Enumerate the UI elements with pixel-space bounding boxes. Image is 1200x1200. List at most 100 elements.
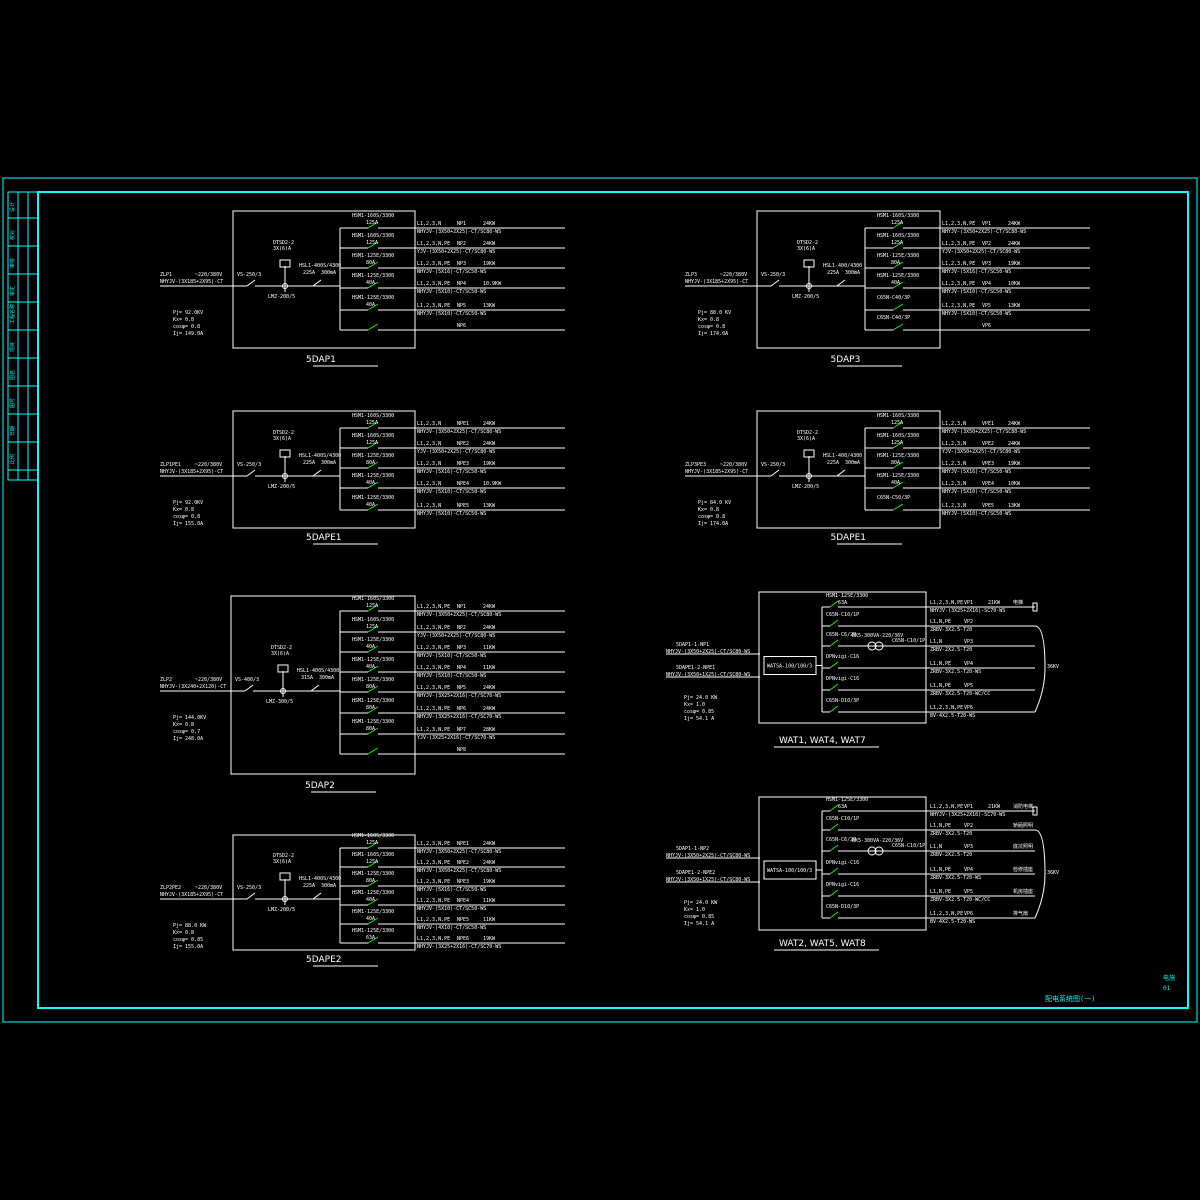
- branch-power: 24KW: [483, 421, 496, 427]
- breaker-rating: 63A: [838, 804, 847, 810]
- branch-cable: NHYJV-(5X10)-CT/SC50-WS: [942, 489, 1011, 495]
- breaker-model: HSM1-160S/3300: [352, 213, 394, 219]
- branch-circuit-id: NP2: [457, 625, 466, 631]
- branch-circuit-id: VP4: [982, 281, 991, 287]
- title-block-cell: 比例: [9, 454, 16, 464]
- branch-power: 24KW: [483, 604, 496, 610]
- branch-power: 24KW: [483, 441, 496, 447]
- branch-phase: L1,2,3,N,PE: [417, 625, 450, 631]
- panel-5dap3: ZLP3~220/380VNHYJV-(3X185+2X95)-CTVS-250…: [685, 210, 1090, 367]
- branch-phase: L1,2,3,N,PE: [417, 665, 450, 671]
- breaker-rating: 125A: [366, 840, 378, 846]
- main-switch-label: VS-250/3: [237, 885, 261, 891]
- branch-circuit-id: NP2: [457, 241, 466, 247]
- wat-feed-cable: NHYJV-(3X50+2X25)-CT/SC80-WS: [666, 853, 750, 859]
- breaker-symbol: [367, 685, 379, 693]
- breaker-model: DPNvigi-C16: [826, 882, 859, 888]
- feed-source: ZLP1PE1: [160, 462, 181, 468]
- branch-circuit-id: NP6: [457, 706, 466, 712]
- wat-feed-cable: NHYJV-(3X50+1X25)-CT/SC80-WS: [666, 877, 750, 883]
- branch-phase: L1,2,3,N,PE: [930, 600, 963, 606]
- meter-label: DTSD2-2: [273, 240, 294, 246]
- calc-pj: Pj= 24.0 KW: [684, 695, 718, 701]
- breaker-model: C65N-C40/3P: [877, 295, 910, 301]
- branch-power: 19KW: [483, 461, 496, 467]
- wat-title: WAT1, WAT4, WAT7: [779, 736, 866, 746]
- title-block-cell: 日期: [10, 426, 16, 436]
- calc-ij: Ij= 54.1 A: [684, 716, 714, 722]
- breaker-rating: 80A: [366, 684, 375, 690]
- rcd-switch-symbol: [312, 279, 322, 287]
- branch-phase: L1,2,3,N: [942, 421, 966, 427]
- branch-power: 24KW: [483, 706, 496, 712]
- panel-enclosure: [756, 410, 941, 529]
- title-block-cell: 校对: [9, 230, 16, 240]
- branch-circuit-id: NP5: [457, 685, 466, 691]
- calc-ij: Ij= 174.0A: [698, 331, 728, 337]
- breaker-model: HSM1-125E/3300: [352, 909, 394, 915]
- branch-cable: NHYJV-(3X50+2X25)-CT/SC80-WS: [417, 849, 501, 855]
- breaker-model: HSM1-125E/3300: [352, 273, 394, 279]
- calc-kx: Kx= 0.8: [698, 317, 719, 323]
- breaker-symbol: [892, 441, 904, 449]
- breaker-model: C65N-D10/3P: [826, 698, 859, 704]
- branch-cable: NHYJV-(3X25+2X16)-SC70-WS: [930, 812, 1005, 818]
- branch-phase: L1,2,3,N: [942, 503, 966, 509]
- breaker-symbol: [367, 841, 379, 849]
- breaker-symbol: [367, 917, 379, 925]
- branch-circuit-id: VP3: [964, 639, 973, 645]
- branch-cable: NHYJV-(5X10)-CT/SC50-WS: [417, 489, 486, 495]
- rcd-model: HSL1-400S/4300: [299, 876, 341, 882]
- breaker-model: HSM1-125E/3300: [352, 295, 394, 301]
- breaker-model: HSM1-125E/3300: [826, 797, 868, 803]
- breaker-rating: 40A: [366, 302, 375, 308]
- rcd-switch-symbol: [312, 469, 322, 477]
- panel-5dape1: ZLP3PE3~220/380VNHYJV-(3X185+2X95)-CTVS-…: [685, 410, 1090, 545]
- load-label: 检修插座: [1013, 866, 1033, 873]
- branch-circuit-id: NP3: [457, 645, 466, 651]
- feed-cable: NHYJV-(3X185+2X95)-CT: [160, 469, 223, 475]
- load-label: 轿厢照明: [1013, 822, 1033, 829]
- breaker-model: HSM1-160S/3300: [352, 596, 394, 602]
- breaker-symbol: [892, 281, 904, 289]
- branch-circuit-id: VP5: [964, 683, 973, 689]
- breaker-symbol: [367, 645, 379, 653]
- branch-phase: L1,N: [930, 844, 942, 850]
- meter-box: [279, 449, 291, 458]
- branch-cable: NHYJV-(3X50+2X25)-CT/SC80-WS: [417, 429, 501, 435]
- calc-kx: Kx= 0.8: [173, 507, 194, 513]
- load-label: 机房插座: [1013, 888, 1033, 895]
- voltage-brace: [1034, 625, 1046, 713]
- branch-phase: L1,2,3,N: [417, 441, 441, 447]
- breaker-symbol: [892, 303, 904, 311]
- branch-cable: NHYJV-(5X10)-CT/SC50-WS: [942, 311, 1011, 317]
- branch-phase: L1,N,PE: [930, 867, 951, 873]
- panel-5dap1: ZLP1~220/380VNHYJV-(3X185+2X95)-CTVS-250…: [160, 210, 565, 367]
- branch-cable: NHYJV-(5X10)-CT/SC50-WS: [942, 289, 1011, 295]
- branch-phase: L1,2,3,N,PE: [417, 241, 450, 247]
- branch-phase: L1,2,3,N: [942, 481, 966, 487]
- branch-cable: NHYJV-(3X25+2X16)-CT/SC70-WS: [417, 714, 501, 720]
- breaker-rating: 125A: [366, 624, 378, 630]
- branch-cable: NHYJV-(5X10)-CT/SC50-WS: [417, 311, 486, 317]
- branch-phase: L1,2,3,N,PE: [942, 241, 975, 247]
- feed-voltage: ~220/380V: [195, 272, 222, 278]
- calc-pj: Pj= 92.0KV: [173, 310, 203, 316]
- branch-cable: NHYJV-(5X16)-CT/SC50-WS: [417, 469, 486, 475]
- breaker-rating: 40A: [366, 664, 375, 670]
- branch-phase: L1,2,3,N,PE: [417, 261, 450, 267]
- breaker-rating: 40A: [366, 916, 375, 922]
- breaker-symbol: [367, 323, 379, 331]
- branch-circuit-id: VP4: [964, 867, 973, 873]
- breaker-symbol: [829, 823, 839, 831]
